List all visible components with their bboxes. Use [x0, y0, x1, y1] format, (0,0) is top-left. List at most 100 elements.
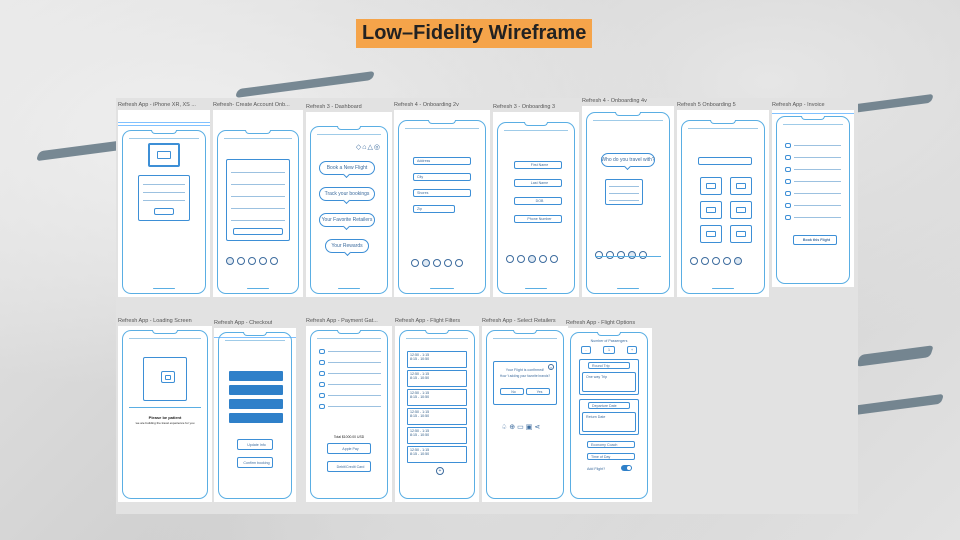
add-flight-toggle[interactable] [621, 465, 632, 471]
option-image-icon[interactable] [730, 225, 752, 243]
frame-onboarding-5[interactable]: Refresh 5 Onboarding 5 [677, 102, 769, 297]
frame-create-account[interactable]: Refresh- Create Account Onb... [213, 102, 303, 297]
phone-notch [428, 120, 456, 124]
frame-onboarding-3[interactable]: Refresh 3 - Onboarding 3 First Name Last… [493, 104, 579, 297]
payment-item-icon [319, 382, 325, 387]
home-indicator [338, 287, 360, 289]
onboarding-progress [506, 255, 558, 263]
option-image-icon[interactable] [730, 177, 752, 195]
page-title-text: Low–Fidelity Wireframe [362, 22, 587, 44]
travel-companion-dropdown[interactable] [605, 179, 643, 205]
city-select[interactable]: City [413, 173, 471, 181]
option-image-icon[interactable] [730, 201, 752, 219]
return-time: 8:15 - 10:50 [410, 414, 430, 418]
dropdown-option[interactable] [609, 200, 639, 201]
logo-image-icon [147, 143, 181, 167]
phone-outline: Number of Passengers - 1 + Round Trip On… [570, 332, 648, 499]
frame-canvas [677, 110, 769, 297]
frame-flight-filters[interactable]: Refresh App - Flight Filters 12:50 - 1:1… [395, 318, 479, 502]
phone-notch [614, 112, 642, 116]
address-field[interactable]: Address [413, 157, 471, 165]
round-trip-select[interactable]: Round Trip [588, 362, 630, 369]
state-select[interactable]: Shores [413, 189, 471, 197]
form-field [231, 220, 285, 221]
preference-select[interactable] [698, 157, 752, 165]
flight-result-row[interactable]: 12:50 - 1:15 8:15 - 10:50 [407, 427, 467, 444]
option-image-icon[interactable] [700, 201, 722, 219]
invoice-item-icon [785, 191, 791, 196]
frame-canvas: Update Info Confirm booking [214, 328, 296, 502]
phone-notch [512, 330, 538, 334]
dropdown-option[interactable] [609, 193, 639, 194]
option-image-icon[interactable] [700, 225, 722, 243]
return-date-option[interactable]: Return Date [582, 412, 636, 432]
track-bookings-bubble[interactable]: Track your bookings [319, 187, 375, 201]
favorite-retailers-bubble[interactable]: Your Favorite Retailers [319, 213, 375, 227]
first-name-field[interactable]: First Name [514, 161, 562, 169]
form-field [231, 208, 285, 209]
zip-field[interactable]: Zip [413, 205, 455, 213]
time-of-day-select[interactable]: Time of Day [587, 453, 635, 460]
frame-label: Refresh App - Flight Options [566, 320, 636, 326]
frame-label: Refresh App - Loading Screen [118, 318, 192, 324]
invoice-line [794, 205, 841, 206]
frame-onboarding-4[interactable]: Refresh 4 - Onboarding 4v Who do you tra… [582, 98, 674, 297]
passenger-decrement[interactable]: - [581, 346, 591, 354]
guide-line [772, 113, 854, 114]
guide-line [118, 122, 210, 123]
frame-iphone-login[interactable]: Refresh App - iPhone XR, XS ... [118, 102, 210, 297]
flight-result-row[interactable]: 12:50 - 1:15 8:15 - 10:50 [407, 370, 467, 387]
yes-button[interactable]: Yes [526, 388, 550, 395]
create-account-button[interactable] [233, 228, 283, 235]
flight-result-row[interactable]: 12:50 - 1:15 8:15 - 10:50 [407, 389, 467, 406]
departure-date-select[interactable]: Departure Date [588, 402, 630, 409]
invoice-item-icon [785, 203, 791, 208]
dob-field[interactable]: DOB [514, 197, 562, 205]
economy-coach-select[interactable]: Economy Coach [587, 441, 635, 448]
no-button[interactable]: No [500, 388, 524, 395]
flight-result-row[interactable]: 12:50 - 1:15 8:15 - 10:50 [407, 446, 467, 463]
card-payment-button[interactable]: Debit/Credit Card [327, 461, 371, 472]
phone-outline [217, 130, 299, 294]
return-time: 8:15 - 10:50 [410, 433, 430, 437]
frame-invoice[interactable]: Refresh App - Invoice Book this Flight [772, 102, 854, 287]
login-field [142, 192, 186, 193]
home-indicator [429, 287, 455, 289]
one-way-trip-option[interactable]: One way Trip [582, 372, 636, 392]
rewards-bubble[interactable]: Your Rewards [325, 239, 369, 253]
option-image-icon[interactable] [700, 177, 722, 195]
add-flight-label: Add Flight? [587, 467, 606, 471]
dropdown-option[interactable] [609, 186, 639, 187]
retailer-icons[interactable]: ♤⊕▭▣⋖ [501, 424, 543, 431]
frame-checkout[interactable]: Refresh App - Checkout Update Info Confi… [214, 320, 296, 502]
status-bar [224, 136, 292, 139]
book-flight-button[interactable]: Book this Flight [793, 235, 837, 245]
flight-result-row[interactable]: 12:50 - 1:15 8:15 - 10:50 [407, 408, 467, 425]
apple-pay-button[interactable]: Apple Pay [327, 443, 371, 454]
confirm-booking-button[interactable]: Confirm booking [237, 457, 273, 468]
flight-result-row[interactable]: 12:50 - 1:15 8:15 - 10:50 [407, 351, 467, 368]
frame-flight-options[interactable]: Refresh App - Flight Options Number of P… [566, 320, 652, 502]
onboarding-progress [595, 251, 647, 259]
phone-notch [801, 116, 825, 120]
frame-loading-screen[interactable]: Refresh App - Loading Screen Please be p… [118, 318, 212, 502]
update-info-button[interactable]: Update Info [237, 439, 273, 450]
nav-icons[interactable]: ◇⌂△◎ [355, 144, 381, 151]
last-name-field[interactable]: Last Name [514, 179, 562, 187]
onboarding-progress [411, 259, 463, 267]
frame-payment-gateway[interactable]: Refresh App - Payment Gat... Total $1000… [306, 318, 392, 502]
frame-dashboard[interactable]: Refresh 3 - Dashboard ◇⌂△◎ Book a New Fl… [306, 104, 392, 297]
phone-number-field[interactable]: Phone Number [514, 215, 562, 223]
book-flight-bubble[interactable]: Book a New Flight [319, 161, 375, 175]
add-filter-icon[interactable]: + [436, 467, 444, 475]
close-icon[interactable]: × [548, 364, 554, 370]
invoice-item-icon [785, 143, 791, 148]
login-button[interactable] [153, 208, 175, 215]
checkout-info-bar [229, 385, 283, 395]
frame-onboarding-2[interactable]: Refresh 4 - Onboarding 2v Address City S… [394, 102, 490, 297]
passenger-increment[interactable]: + [627, 346, 637, 354]
frame-label: Refresh 3 - Dashboard [306, 104, 362, 110]
frame-select-retailers[interactable]: Refresh App - Select Retailers Your Flig… [482, 318, 568, 502]
payment-line [328, 362, 381, 363]
phone-notch [243, 332, 267, 336]
